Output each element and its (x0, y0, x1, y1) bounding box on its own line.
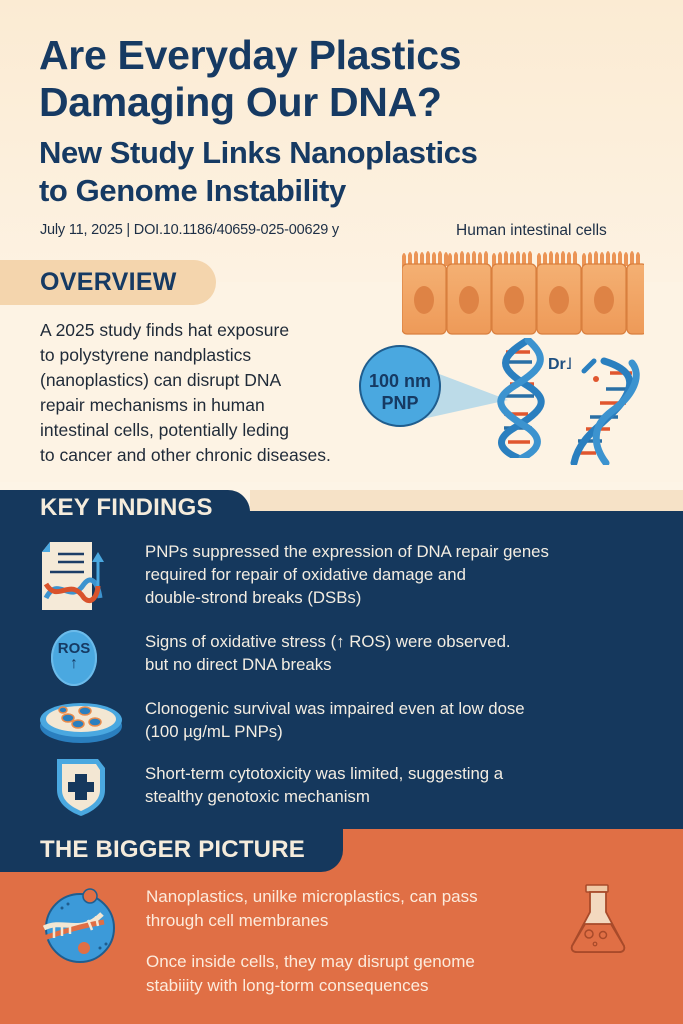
overview-tab (0, 260, 216, 305)
point-line: through cell membranes (146, 911, 329, 930)
finding-line: Signs of oxidative stress (↑ ROS) were o… (145, 632, 511, 651)
finding-line: required for repair of oxidative damage … (145, 565, 466, 584)
overview-line: to cancer and other chronic diseases. (40, 445, 331, 465)
key-findings-heading: KEY FINDINGS (40, 494, 213, 521)
cells-label: Human intestinal cells (456, 222, 607, 239)
nanoparticle-label: 100 nm PNP (360, 370, 440, 414)
ros-text: ROS (57, 640, 91, 657)
finding-line: Short-term cytotoxicity was limited, sug… (145, 764, 504, 783)
finding-4: Short-term cytotoxicity was limited, sug… (145, 762, 665, 808)
key-findings-section (0, 511, 683, 829)
page-subtitle: New Study Links Nanoplastics to Genome I… (39, 134, 478, 210)
broken-dna-icon (560, 355, 650, 465)
date-doi: July 11, 2025 | DOI.10.1186/40659-025-00… (40, 222, 339, 238)
subtitle-line-1: New Study Links Nanoplastics (39, 135, 478, 170)
finding-line: double-strond breaks (DSBs) (145, 588, 362, 607)
point-line: Nanoplastics, unilke microplastics, can … (146, 887, 478, 906)
overview-line: repair mechanisms in human (40, 395, 265, 415)
arrow-up-icon: ↑ (70, 655, 78, 672)
particle-name: PNP (381, 393, 419, 413)
finding-2: Signs of oxidative stress (↑ ROS) were o… (145, 630, 665, 676)
finding-3: Clonogenic survival was impaired even at… (145, 697, 665, 743)
finding-line: Clonogenic survival was impaired even at… (145, 699, 525, 718)
finding-line: but no direct DNA breaks (145, 655, 332, 674)
finding-line: (100 µg/mL PNPs) (145, 722, 283, 741)
flask-icon (570, 884, 634, 954)
overview-line: to polystyrene nandplastics (40, 345, 252, 365)
bigger-picture-heading: THE BIGGER PICTURE (40, 836, 305, 863)
dna-helix-icon (488, 338, 558, 458)
ros-icon: ROS ↑ (51, 630, 97, 686)
key-findings-tab (0, 490, 250, 530)
document-dna-icon (40, 540, 110, 612)
particle-size: 100 nm (368, 371, 432, 391)
overview-line: (nanoplastics) can disrupt DNA (40, 370, 282, 390)
finding-1: PNPs suppressed the expression of DNA re… (145, 540, 665, 609)
bigger-picture-tab (0, 829, 343, 872)
intestinal-cells-icon (402, 250, 644, 336)
petri-dish-icon (38, 698, 124, 746)
title-line-1: Are Everyday Plastics (39, 32, 462, 78)
bigger-picture-point-2: Once inside cells, they may disrupt geno… (146, 950, 546, 998)
overview-line: A 2025 study finds hat exposure (40, 320, 290, 340)
subtitle-line-2: to Genome Instability (39, 173, 346, 208)
overview-line: intestinal cells, potentially leding (40, 420, 290, 440)
overview-text: A 2025 study finds hat exposure to polys… (40, 318, 370, 468)
dna-label: Dr˩ (548, 356, 572, 373)
key-findings-divider (250, 490, 683, 511)
overview-heading: OVERVIEW (40, 268, 177, 296)
point-line: Once inside cells, they may disrupt geno… (146, 952, 475, 971)
nanoparticle-icon (358, 338, 523, 438)
cell-dna-icon (40, 886, 120, 966)
title-line-2: Damaging Our DNA? (39, 79, 442, 125)
point-line: stabiiity with long-torm consequences (146, 976, 429, 995)
finding-line: stealthy genotoxic mechanism (145, 787, 370, 806)
finding-line: PNPs suppressed the expression of DNA re… (145, 542, 549, 561)
page-title: Are Everyday Plastics Damaging Our DNA? (39, 32, 462, 126)
bigger-picture-point-1: Nanoplastics, unilke microplastics, can … (146, 885, 546, 933)
shield-icon (54, 756, 108, 818)
